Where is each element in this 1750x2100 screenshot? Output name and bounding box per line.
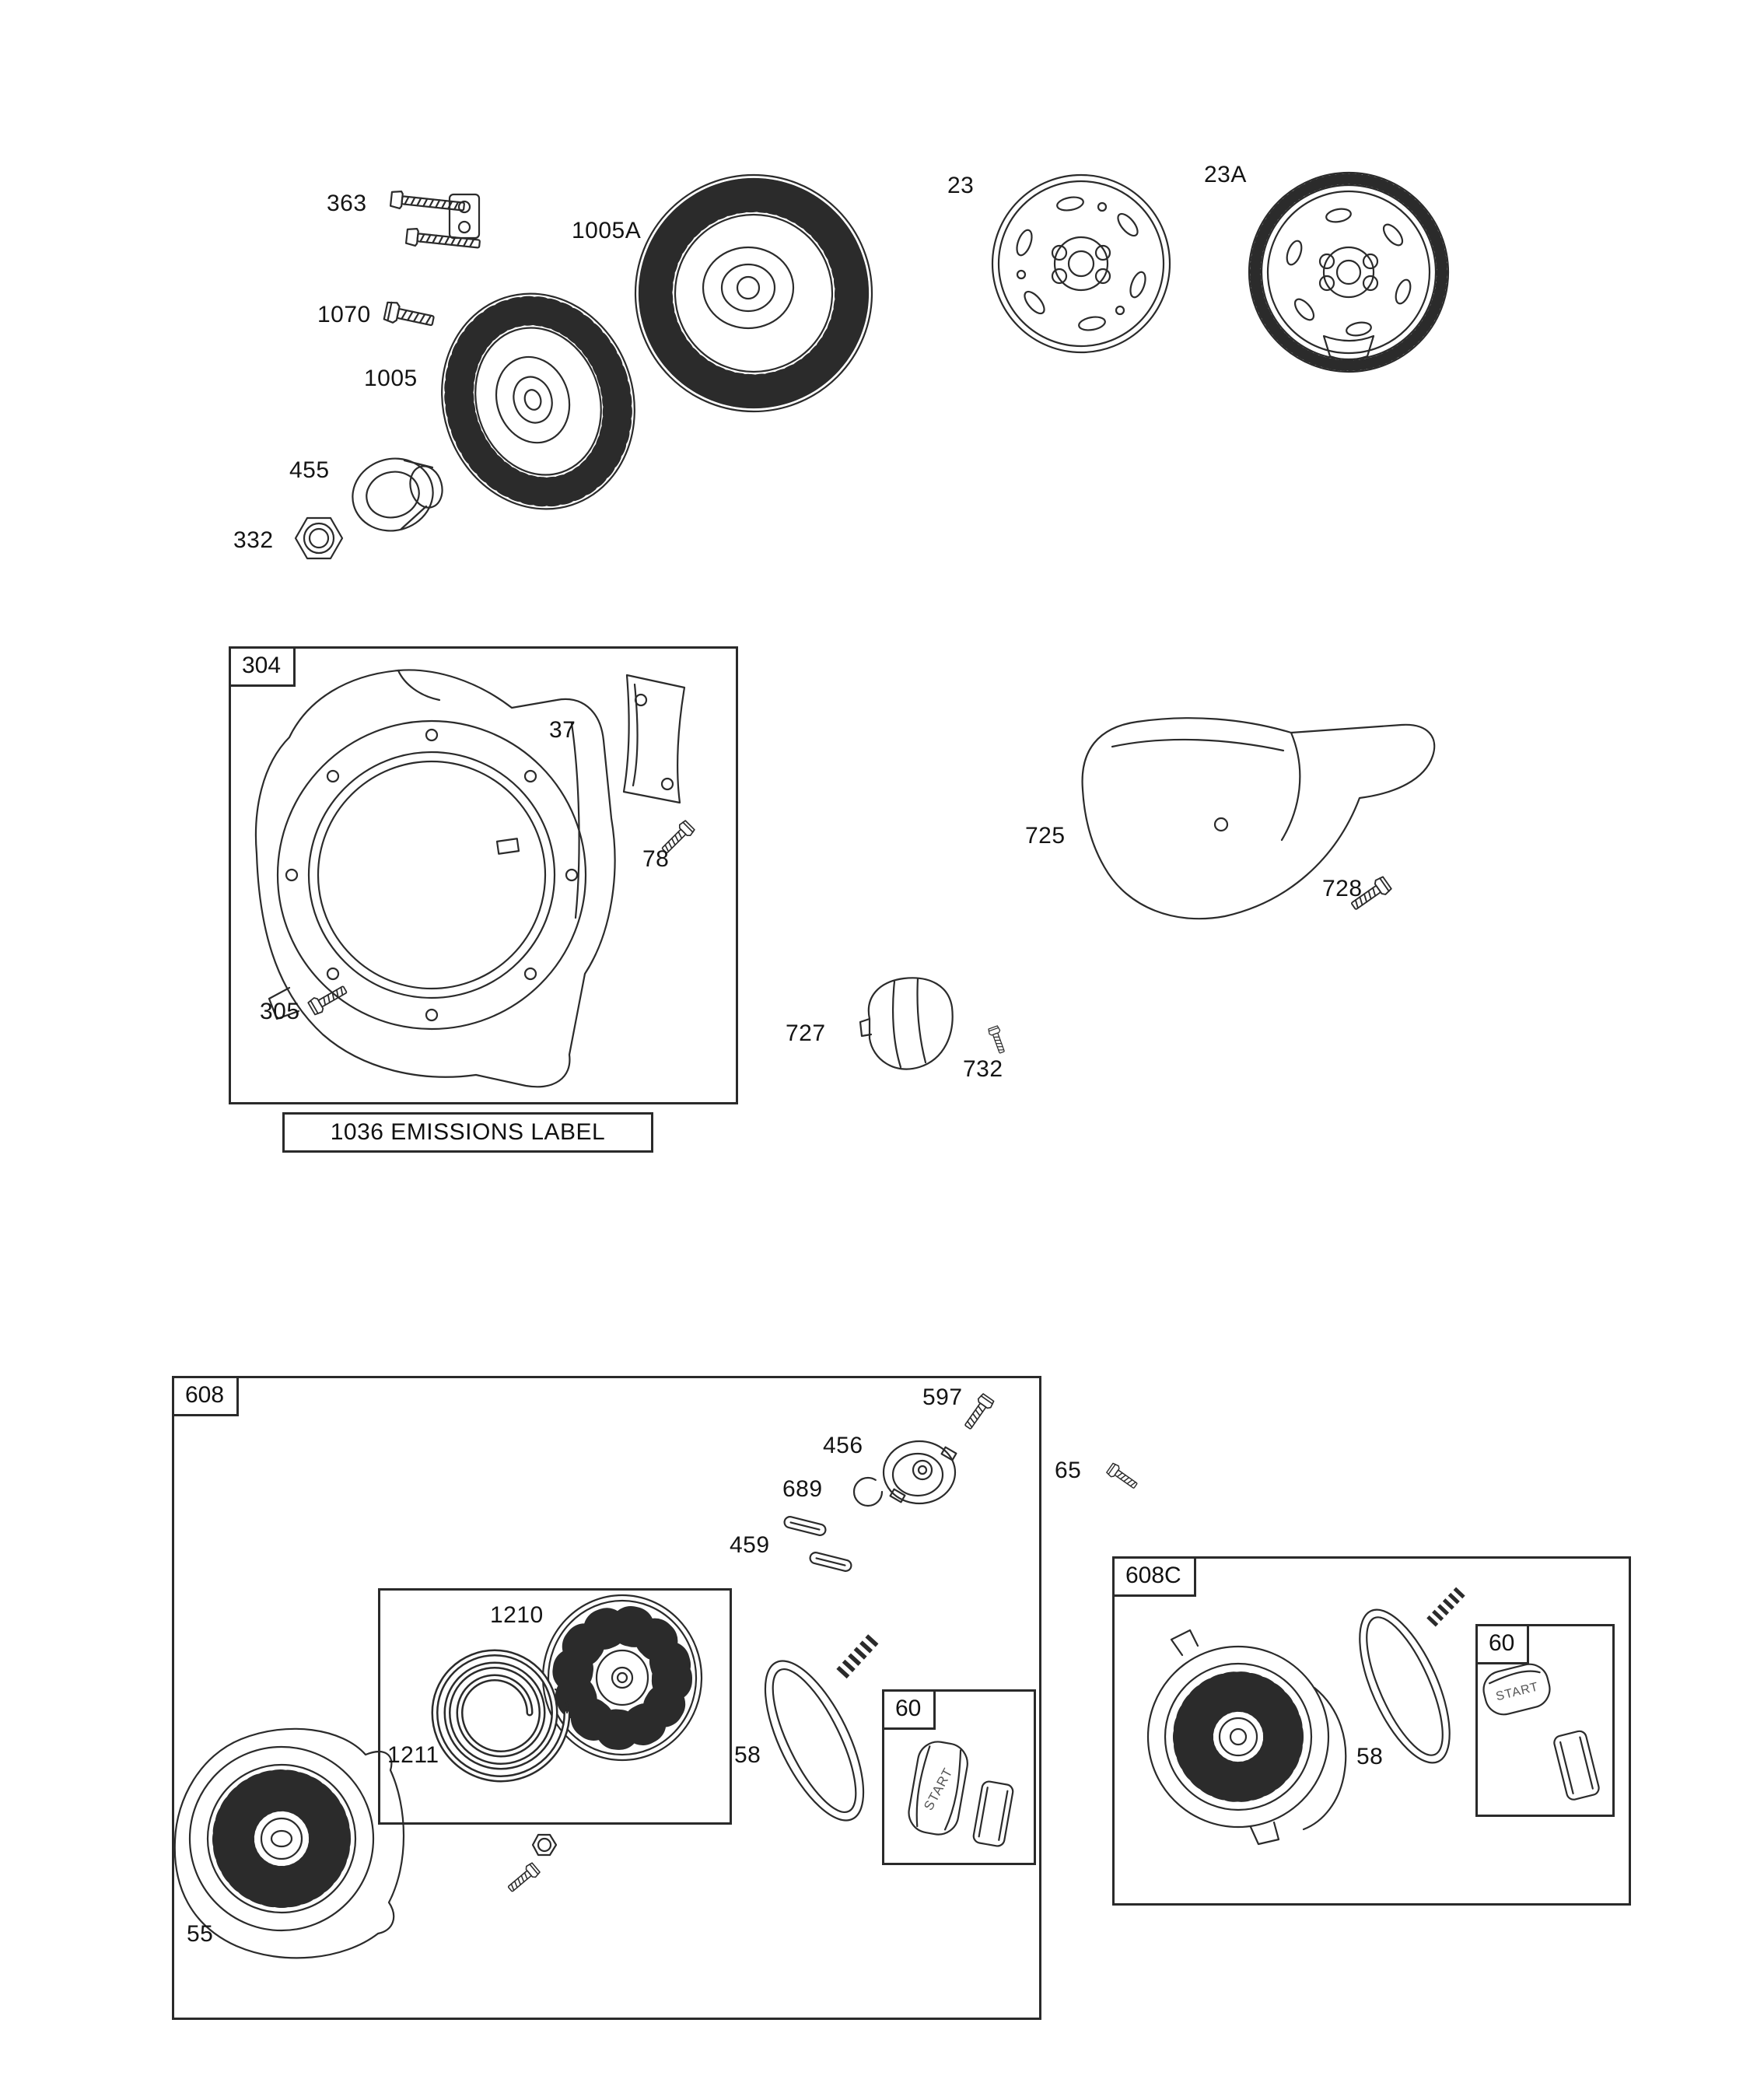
part-label-725: 725 (1025, 823, 1066, 849)
part-58-spring-left (764, 1633, 880, 1822)
group-box-304-label: 304 (231, 649, 296, 687)
part-1005A-flywheel-fan (634, 173, 873, 413)
part-363-screws (389, 189, 481, 254)
group-box-60-right-label: 60 (1478, 1626, 1530, 1664)
part-732-screw (987, 1024, 1008, 1055)
group-box-60-right: 60 (1475, 1624, 1615, 1817)
part-label-23: 23 (947, 173, 975, 198)
part-689-retaining-ring (852, 1476, 884, 1507)
group-box-304: 304 (229, 646, 738, 1104)
emissions-label-box: 1036 EMISSIONS LABEL (282, 1112, 653, 1153)
part-label-455: 455 (289, 457, 330, 483)
part-label-727: 727 (786, 1020, 826, 1046)
part-label-58-right: 58 (1356, 1744, 1384, 1769)
part-459-pawls (783, 1516, 852, 1572)
part-label-65: 65 (1055, 1458, 1082, 1483)
part-label-728: 728 (1322, 876, 1363, 901)
group-box-608-label: 608 (174, 1378, 240, 1416)
part-label-1211: 1211 (387, 1742, 439, 1768)
part-label-1070: 1070 (317, 302, 371, 327)
part-label-1005A: 1005A (572, 218, 642, 243)
part-label-732: 732 (963, 1056, 1003, 1082)
part-608-fasteners (505, 1833, 558, 1895)
part-label-305: 305 (260, 999, 300, 1024)
part-727-cover (859, 977, 954, 1070)
part-37-plate (622, 674, 686, 804)
part-608C-starter-assembly (1146, 1629, 1347, 1846)
part-label-1005: 1005 (364, 366, 418, 391)
part-label-55: 55 (187, 1921, 214, 1947)
part-label-1210: 1210 (490, 1602, 544, 1628)
part-label-78: 78 (642, 846, 670, 872)
part-label-23A: 23A (1204, 162, 1247, 187)
part-455-starter-cup (352, 457, 443, 532)
part-label-58-left: 58 (734, 1742, 761, 1768)
part-725-cover (1081, 717, 1436, 920)
part-label-689: 689 (782, 1476, 823, 1502)
part-1005-flywheel-fan (441, 292, 635, 510)
part-1070-bolt (383, 299, 436, 332)
part-label-597: 597 (922, 1384, 963, 1410)
part-23-flywheel (991, 173, 1171, 354)
part-23A-flywheel-ring-gear (1248, 171, 1450, 373)
part-456-starter-clutch (882, 1440, 957, 1505)
group-box-60-left: 60 (882, 1689, 1036, 1865)
part-65-screw (1105, 1461, 1140, 1493)
group-box-608C: 608C (1112, 1556, 1631, 1906)
part-label-459: 459 (730, 1532, 770, 1558)
rewind-pulley-spring-box (378, 1588, 732, 1825)
group-box-608C-label: 608C (1115, 1559, 1196, 1597)
part-label-363: 363 (327, 191, 367, 216)
group-box-608: 608 (172, 1376, 1041, 2020)
part-label-332: 332 (233, 527, 274, 553)
part-label-456: 456 (823, 1433, 863, 1458)
group-box-60-left-label: 60 (884, 1692, 936, 1730)
part-332-nut (294, 516, 344, 560)
part-1211-rewind-spring (431, 1649, 571, 1783)
part-304-blower-housing (254, 669, 616, 1088)
part-55-starter-housing (173, 1727, 405, 1959)
part-58-spring-right (1359, 1587, 1465, 1764)
part-label-37: 37 (549, 717, 576, 743)
